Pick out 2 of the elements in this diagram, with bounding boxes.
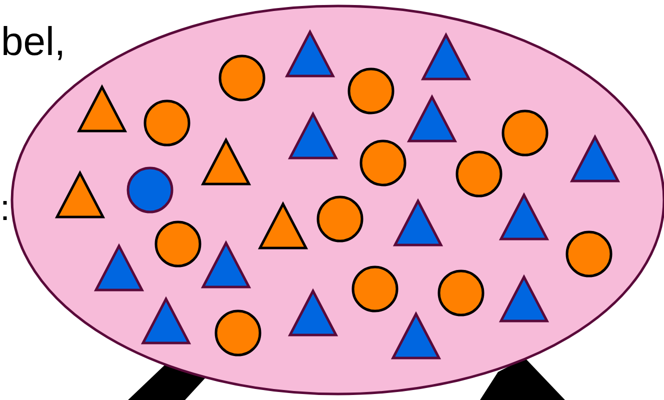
text-fragment: : — [0, 190, 10, 226]
text-fragment: bel, — [1, 22, 66, 62]
